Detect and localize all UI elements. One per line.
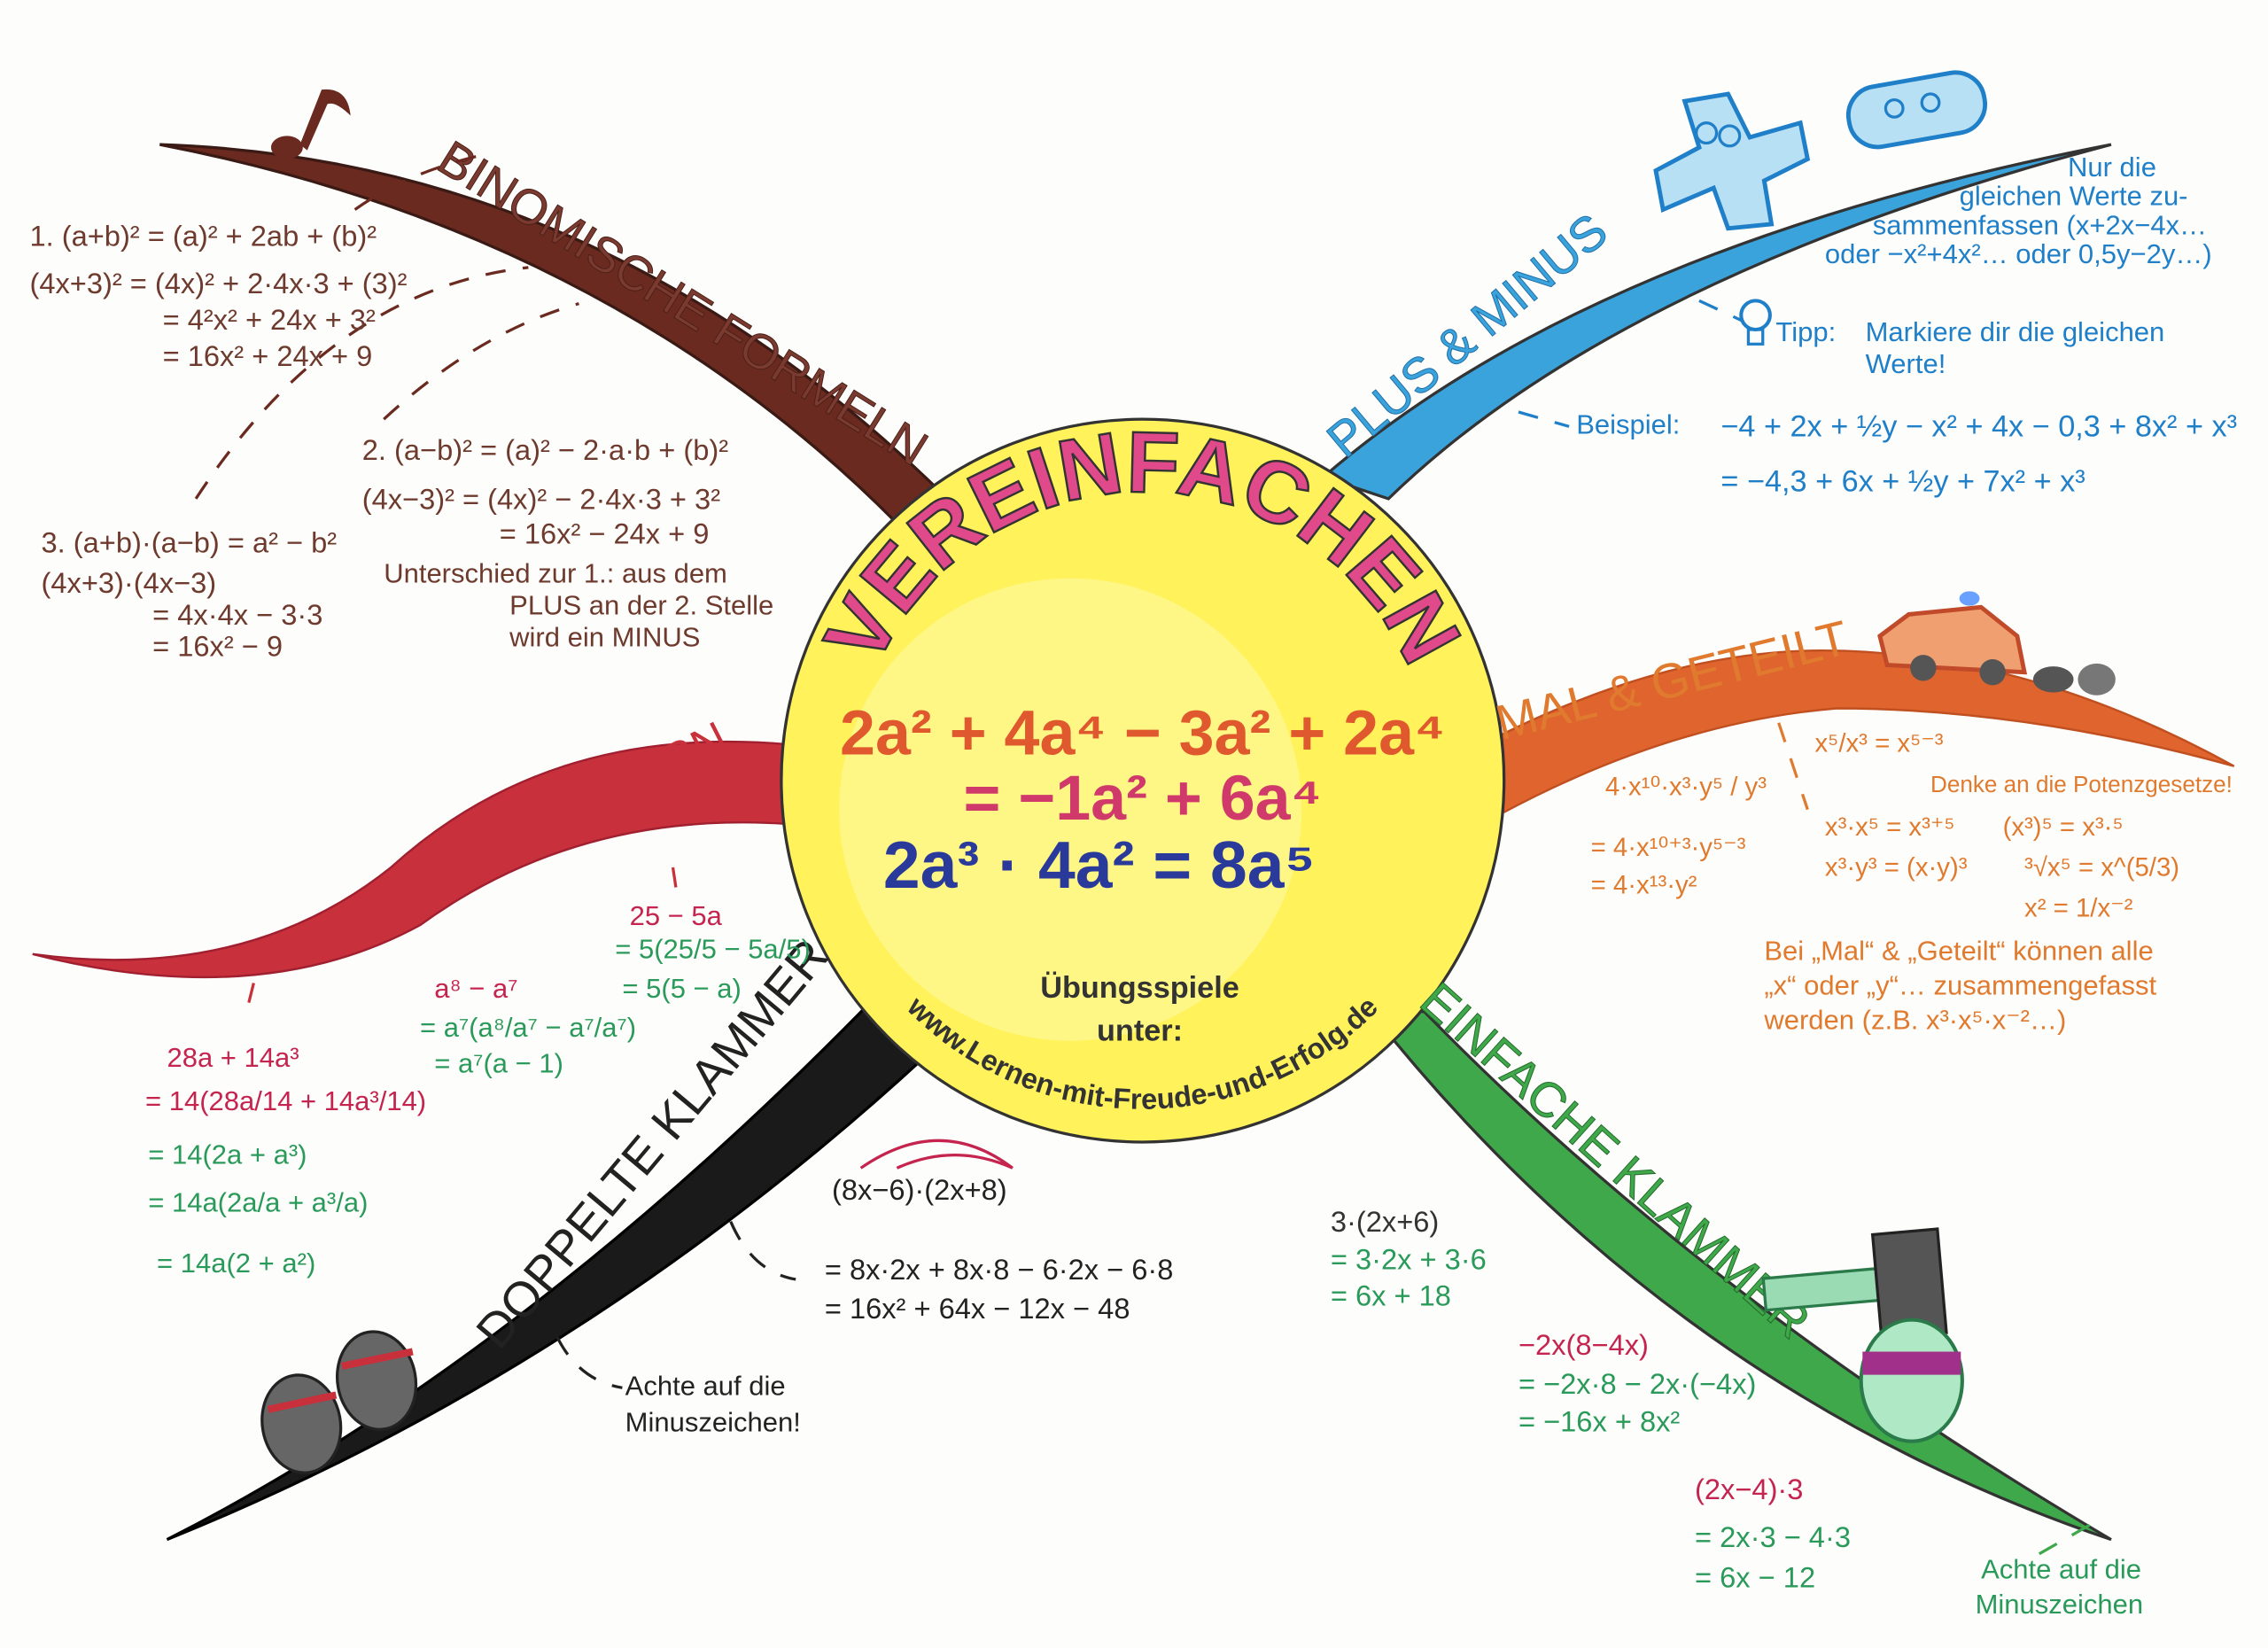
branch-ausklammern xyxy=(32,740,790,979)
formula-1-example-1: (4x+3)² = (4x)² + 2·4x·3 + (3)² xyxy=(29,267,407,299)
center-formula-2: = −1a² + 6a⁴ xyxy=(963,763,1322,834)
example-c-line-5: = 14a(2 + a²) xyxy=(157,1248,315,1279)
example-line-3: = 16x² + 64x − 12x − 48 xyxy=(825,1292,1130,1325)
formula-3-example-1: (4x+3)·(4x−3) xyxy=(42,566,217,599)
rule-negative: x² = 1/x⁻² xyxy=(2024,893,2133,922)
formula-1: 1. (a+b)² = (a)² + 2ab + (b)² xyxy=(29,219,377,252)
example-a-line-3: = 5(5 − a) xyxy=(622,973,741,1004)
example-3-line-1: (2x−4)·3 xyxy=(1695,1473,1803,1505)
example-c-line-3: = 14(2a + a³) xyxy=(148,1139,307,1170)
rule-power: (x³)⁵ = x³·⁵ xyxy=(2003,812,2124,842)
note-2: „x“ oder „y“… zusammengefasst xyxy=(1764,970,2156,1001)
formula-3-example-2: = 4x·4x − 3·3 xyxy=(152,598,322,631)
formula-3-example-3: = 16x² − 9 xyxy=(152,630,283,663)
music-note-icon xyxy=(270,89,351,159)
police-car-icon xyxy=(1877,591,2116,696)
label-einfache: EINFACHE KLAMMER xyxy=(1410,972,1821,1349)
plus-minus-notes: Nur die gleichen Werte zu- sammenfassen … xyxy=(1576,152,2237,499)
example-line-2: = 8x·2x + 8x·8 − 6·2x − 6·8 xyxy=(825,1253,1174,1286)
rule-product: x³·y³ = (x·y)³ xyxy=(1825,853,1968,882)
easter-eggs-icon xyxy=(260,1330,418,1474)
tipp-text-2: Werte! xyxy=(1866,348,1946,379)
note-2: Minuszeichen xyxy=(1976,1589,2144,1620)
binomische-notes: 1. (a+b)² = (a)² + 2ab + (b)² (4x+3)² = … xyxy=(29,219,773,662)
example-2-line-2: = −2x·8 − 2x·(−4x) xyxy=(1518,1367,1756,1400)
example-c-line-1: 28a + 14a³ xyxy=(167,1042,299,1073)
formula-2-example-2: = 16x² − 24x + 9 xyxy=(500,517,710,549)
beispiel-line-2: = −4,3 + 6x + ½y + 7x² + x³ xyxy=(1720,465,2085,499)
label-binomische: BINOMISCHE FORMELN xyxy=(429,130,937,477)
note-3: sammenfassen (x+2x−4x… xyxy=(1873,209,2207,240)
rule-root: ³√x⁵ = x^(5/3) xyxy=(2024,853,2179,882)
example-1: 4·x¹⁰·x³·y⁵ / y³ xyxy=(1605,772,1767,801)
formula-2-note-2: PLUS an der 2. Stelle xyxy=(509,589,773,620)
example-2-line-3: = −16x + 8x² xyxy=(1518,1404,1680,1437)
beispiel-line-1: −4 + 2x + ½y − x² + 4x − 0,3 + 8x² + x³ xyxy=(1720,410,2237,444)
minus-character-icon xyxy=(1845,70,1988,150)
cross-character-icon xyxy=(1653,91,1811,231)
example-1-line-1: 3·(2x+6) xyxy=(1331,1205,1439,1238)
example-3-line-3: = 6x − 12 xyxy=(1695,1560,1815,1593)
example-3-line-2: = 2x·3 − 4·3 xyxy=(1695,1520,1851,1553)
formula-1-example-2: = 4²x² + 24x + 3² xyxy=(163,303,376,336)
einfache-klammer-notes: 3·(2x+6) = 3·2x + 3·6 = 6x + 18 −2x(8−4x… xyxy=(1331,1205,2143,1620)
example-2: = 4·x¹⁰⁺³·y⁵⁻³ xyxy=(1591,833,1746,862)
rule-division: x⁵/x³ = x⁵⁻³ xyxy=(1814,728,1943,758)
games-line-1: Übungsspiele xyxy=(1040,970,1239,1005)
tipp-label: Tipp: xyxy=(1775,316,1836,347)
example-line-1: (8x−6)·(2x+8) xyxy=(832,1173,1007,1206)
branch-einfache xyxy=(1355,995,2112,1542)
easter-egg-icon xyxy=(1859,1318,1964,1443)
example-b-line-3: = a⁷(a − 1) xyxy=(434,1048,563,1079)
beispiel-label: Beispiel: xyxy=(1576,408,1680,439)
example-c-line-2: = 14(28a/14 + 14a³/14) xyxy=(145,1085,426,1116)
formula-2-note-3: wird ein MINUS xyxy=(509,621,700,652)
center-formula-1: 2a² + 4a⁴ − 3a² + 2a⁴ xyxy=(840,698,1445,769)
formula-2-note-1: Unterschied zur 1.: aus dem xyxy=(384,558,727,589)
note-2: gleichen Werte zu- xyxy=(1960,181,2188,212)
example-b-line-2: = a⁷(a⁸/a⁷ − a⁷/a⁷) xyxy=(420,1012,636,1043)
note-1: Achte auf die xyxy=(1981,1554,2141,1585)
center-formula-3: 2a³ · 4a² = 8a⁵ xyxy=(883,828,1316,902)
example-3: = 4·x¹³·y² xyxy=(1591,870,1697,899)
formula-2-example-1: (4x−3)² = (4x)² − 2·4x·3 + 3² xyxy=(362,482,720,515)
note-1: Achte auf die xyxy=(625,1370,786,1401)
example-a-line-1: 25 − 5a xyxy=(630,900,723,931)
note-3: werden (z.B. x³·x⁵·x⁻²…) xyxy=(1763,1005,2066,1036)
note-4: oder −x²+4x²… oder 0,5y−2y…) xyxy=(1825,238,2212,269)
connectors xyxy=(194,154,2091,1556)
example-1-line-3: = 6x + 18 xyxy=(1331,1279,1451,1311)
note-1: Bei „Mal“ & „Geteilt“ können alle xyxy=(1764,935,2153,966)
branch-mal-geteilt xyxy=(1480,649,2235,827)
example-1-line-2: = 3·2x + 3·6 xyxy=(1331,1243,1487,1276)
tipp-text-1: Markiere dir die gleichen xyxy=(1866,316,2165,347)
note-1: Nur die xyxy=(2068,152,2156,183)
example-2-line-1: −2x(8−4x) xyxy=(1518,1328,1649,1361)
example-a-line-2: = 5(25/5 − 5a/5) xyxy=(615,934,811,965)
example-b-line-1: a⁸ − a⁷ xyxy=(434,973,517,1004)
ausklammern-notes: 25 − 5a = 5(25/5 − 5a/5) = 5(5 − a) a⁸ −… xyxy=(145,900,811,1279)
games-line-2: unter: xyxy=(1097,1014,1183,1048)
branch-doppelte xyxy=(166,1002,921,1542)
mal-geteilt-notes: 4·x¹⁰·x³·y⁵ / y³ = 4·x¹⁰⁺³·y⁵⁻³ = 4·x¹³·… xyxy=(1591,728,2233,1035)
formula-2: 2. (a−b)² = (a)² − 2·a·b + (b)² xyxy=(362,433,729,466)
hint-potenzgesetze: Denke an die Potenzgesetze! xyxy=(1930,771,2233,797)
note-2: Minuszeichen! xyxy=(625,1406,801,1437)
formula-1-example-3: = 16x² + 24x + 9 xyxy=(163,339,373,372)
formula-3: 3. (a+b)·(a−b) = a² − b² xyxy=(42,525,338,558)
example-c-line-4: = 14a(2a/a + a³/a) xyxy=(148,1186,368,1217)
rule-multiplication: x³·x⁵ = x³⁺⁵ xyxy=(1825,812,1955,842)
lightbulb-icon xyxy=(1739,299,1772,346)
doppelte-klammer-notes: (8x−6)·(2x+8) = 8x·2x + 8x·8 − 6·2x − 6·… xyxy=(625,1139,1174,1437)
hammer-icon xyxy=(1761,1227,1948,1341)
